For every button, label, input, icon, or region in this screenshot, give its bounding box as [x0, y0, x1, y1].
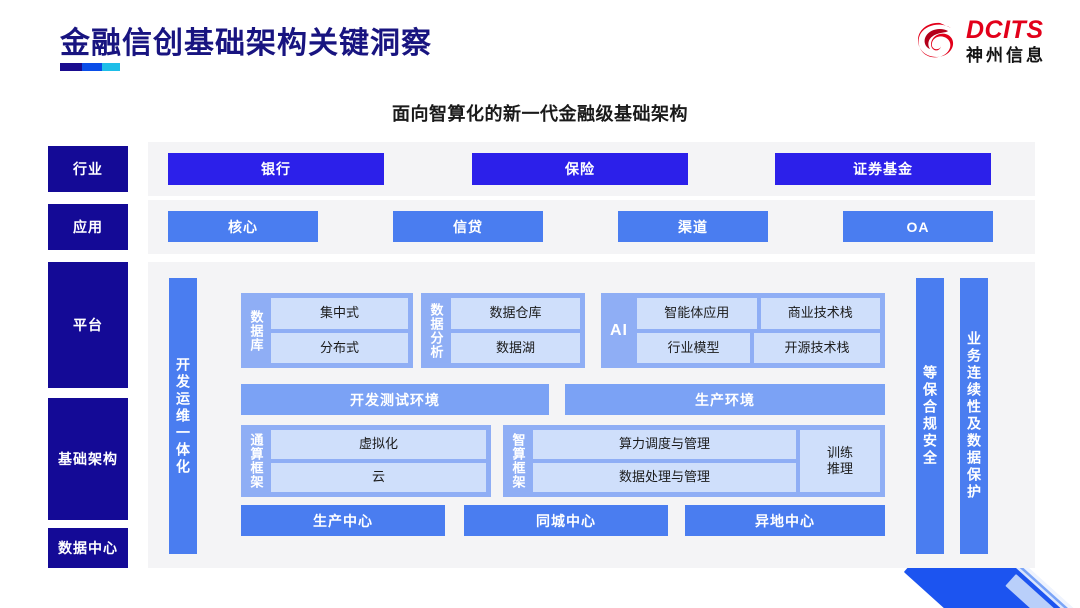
general-compute-cell-virtualization[interactable]: 虚拟化 — [271, 430, 486, 459]
devops-vertical-bar[interactable]: 开发运维一体化 — [169, 278, 197, 554]
data-analysis-cell-warehouse[interactable]: 数据仓库 — [451, 298, 580, 329]
environment-dev-test[interactable]: 开发测试环境 — [241, 384, 549, 415]
row-label-application: 应用 — [48, 204, 128, 250]
center-production[interactable]: 生产中心 — [241, 505, 445, 536]
group-intelligent-compute-framework[interactable]: 智算框架 算力调度与管理 数据处理与管理 训练 推理 — [503, 425, 885, 497]
group-general-compute-framework[interactable]: 通算框架 虚拟化 云 — [241, 425, 491, 497]
compliance-security-vertical-bar[interactable]: 等保合规安全 — [916, 278, 944, 554]
group-label-general-compute: 通算框架 — [248, 433, 264, 489]
row-label-datacenter: 数据中心 — [48, 528, 128, 568]
industry-item-securities-fund[interactable]: 证券基金 — [775, 153, 991, 185]
application-item-core[interactable]: 核心 — [168, 211, 318, 242]
business-continuity-vertical-bar[interactable]: 业务连续性及数据保护 — [960, 278, 988, 554]
center-remote[interactable]: 异地中心 — [685, 505, 885, 536]
database-cell-distributed[interactable]: 分布式 — [271, 332, 408, 363]
data-analysis-cell-lake[interactable]: 数据湖 — [451, 332, 580, 363]
title-underline-rule — [60, 63, 120, 71]
database-cell-centralized[interactable]: 集中式 — [271, 298, 408, 329]
application-item-credit[interactable]: 信贷 — [393, 211, 543, 242]
dcits-logo: DCITS 神州信息 — [915, 18, 1046, 64]
environment-production[interactable]: 生产环境 — [565, 384, 885, 415]
ai-cell-opensource-stack[interactable]: 开源技术栈 — [754, 332, 880, 363]
row-label-industry: 行业 — [48, 146, 128, 192]
logo-text-cn: 神州信息 — [966, 46, 1046, 65]
dcits-swirl-icon — [915, 19, 959, 63]
general-compute-cell-cloud[interactable]: 云 — [271, 463, 486, 492]
application-item-channel[interactable]: 渠道 — [618, 211, 768, 242]
row-label-infrastructure: 基础架构 — [48, 398, 128, 520]
industry-item-insurance[interactable]: 保险 — [472, 153, 688, 185]
group-label-data-analysis: 数据分析 — [428, 302, 444, 359]
ai-cell-agent-application[interactable]: 智能体应用 — [637, 298, 757, 329]
group-label-ai: AI — [610, 321, 628, 339]
diagram-subtitle: 面向智算化的新一代金融级基础架构 — [392, 104, 688, 124]
rule-segment-1 — [60, 63, 82, 71]
application-item-oa[interactable]: OA — [843, 211, 993, 242]
row-label-platform: 平台 — [48, 262, 128, 388]
group-label-database: 数据库 — [248, 309, 264, 352]
group-database[interactable]: 数据库 集中式 分布式 — [241, 293, 413, 368]
rule-segment-2 — [82, 63, 102, 71]
intelligent-compute-cell-training-inference[interactable]: 训练 推理 — [800, 430, 880, 492]
ai-cell-industry-model[interactable]: 行业模型 — [637, 332, 750, 363]
group-ai[interactable]: AI 智能体应用 商业技术栈 行业模型 开源技术栈 — [601, 293, 885, 368]
intelligent-compute-cell-data-processing[interactable]: 数据处理与管理 — [533, 463, 796, 492]
ai-cell-commercial-stack[interactable]: 商业技术栈 — [760, 298, 880, 329]
intelligent-compute-cell-scheduling[interactable]: 算力调度与管理 — [533, 430, 796, 459]
group-label-intelligent-compute: 智算框架 — [510, 433, 526, 489]
center-metro[interactable]: 同城中心 — [464, 505, 668, 536]
industry-item-bank[interactable]: 银行 — [168, 153, 384, 185]
rule-segment-3 — [102, 63, 120, 71]
logo-text-en: DCITS — [966, 16, 1044, 44]
page-title: 金融信创基础架构关键洞察 — [60, 27, 432, 60]
slide-header: 金融信创基础架构关键洞察 DCITS 神州信息 — [0, 0, 1080, 92]
group-data-analysis[interactable]: 数据分析 数据仓库 数据湖 — [421, 293, 585, 368]
